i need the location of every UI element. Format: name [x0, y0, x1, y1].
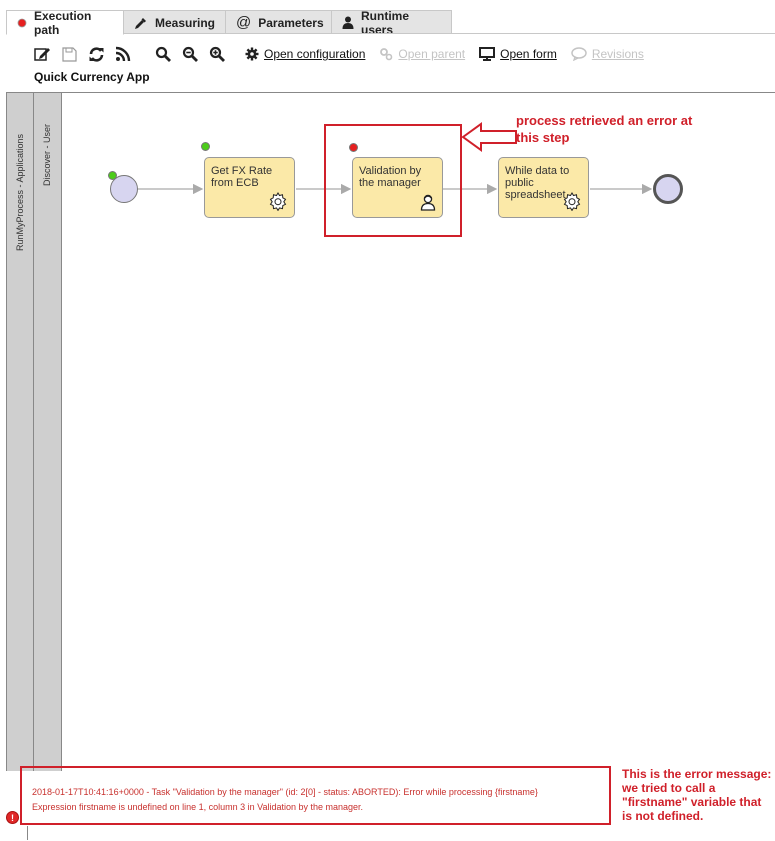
start-status-dot — [108, 171, 117, 180]
tab-execution-path[interactable]: Execution path — [6, 8, 124, 37]
open-parent-label: Open parent — [398, 47, 466, 61]
toolbar: Open configuration Open parent Open form… — [32, 44, 654, 64]
sequence-flows — [138, 183, 653, 195]
role-lane: Discover - User — [34, 93, 62, 771]
app-name: Quick Currency App — [34, 70, 150, 84]
error-step-highlight — [324, 124, 462, 237]
zoom-out-icon[interactable] — [180, 44, 200, 64]
task-get-fx-rate[interactable]: Get FX Rate from ECB — [204, 157, 295, 218]
task-label: While data to public spreadsheet — [505, 165, 570, 201]
rss-icon[interactable] — [113, 44, 133, 64]
edit-icon[interactable] — [32, 44, 52, 64]
tab-label: Measuring — [155, 15, 216, 30]
at-sign-icon: @ — [236, 14, 252, 31]
open-parent-link[interactable]: Open parent — [379, 47, 465, 61]
error-icon: ! — [6, 811, 19, 824]
tab-label: Execution path — [34, 8, 92, 37]
save-icon[interactable] — [59, 44, 79, 64]
task-label: Get FX Rate from ECB — [211, 165, 273, 189]
user-icon — [342, 16, 354, 29]
annotation-arrow-icon — [461, 122, 517, 152]
service-task-gear-icon — [268, 191, 288, 214]
monitor-icon — [479, 47, 496, 61]
task-status-dot-error — [349, 143, 358, 152]
refresh-icon[interactable] — [86, 44, 106, 64]
gear-icon — [245, 47, 259, 61]
tab-bar: Execution path Measuring @ Parameters Ru… — [6, 8, 452, 37]
revisions-label: Revisions — [591, 47, 644, 61]
red-dot-icon — [17, 18, 27, 28]
task-write-spreadsheet[interactable]: While data to public spreadsheet — [498, 157, 589, 218]
error-log: 2018-01-17T10:41:16+0000 - Task "Validat… — [32, 785, 538, 815]
task-status-dot-ok — [201, 142, 210, 151]
tab-parameters[interactable]: @ Parameters — [225, 10, 332, 34]
search-icon[interactable] — [153, 44, 173, 64]
error-log-highlight — [20, 766, 611, 825]
user-task-icon — [420, 193, 436, 214]
error-log-line: Expression firstname is undefined on lin… — [32, 802, 364, 812]
gears-icon — [379, 47, 393, 61]
start-event[interactable] — [110, 175, 138, 203]
error-step-annotation: process retrieved an error at this step — [516, 113, 693, 145]
task-label: Validation by the manager — [359, 165, 422, 189]
tab-runtime-users[interactable]: Runtime users — [331, 9, 452, 37]
open-form-link[interactable]: Open form — [479, 47, 557, 61]
error-log-line: 2018-01-17T10:41:16+0000 - Task "Validat… — [32, 787, 538, 797]
zoom-in-icon[interactable] — [207, 44, 227, 64]
error-message-annotation: This is the error message: we tried to c… — [622, 767, 772, 823]
open-form-label: Open form — [500, 47, 557, 61]
tab-divider — [6, 33, 775, 34]
task-validation-by-manager[interactable]: Validation by the manager — [352, 157, 443, 218]
dropper-icon — [134, 16, 148, 30]
service-task-gear-icon — [562, 191, 582, 214]
revisions-link[interactable]: Revisions — [571, 47, 644, 61]
tab-measuring[interactable]: Measuring — [123, 10, 226, 34]
comments-icon — [571, 47, 587, 61]
tab-label: Parameters — [258, 15, 324, 30]
divider — [27, 826, 28, 840]
process-diagram: RunMyProcess - Applications Discover - U… — [6, 92, 775, 771]
pool-lane: RunMyProcess - Applications — [6, 93, 34, 771]
end-event[interactable] — [653, 174, 683, 204]
open-configuration-link[interactable]: Open configuration — [245, 47, 365, 61]
open-configuration-label: Open configuration — [264, 47, 366, 61]
